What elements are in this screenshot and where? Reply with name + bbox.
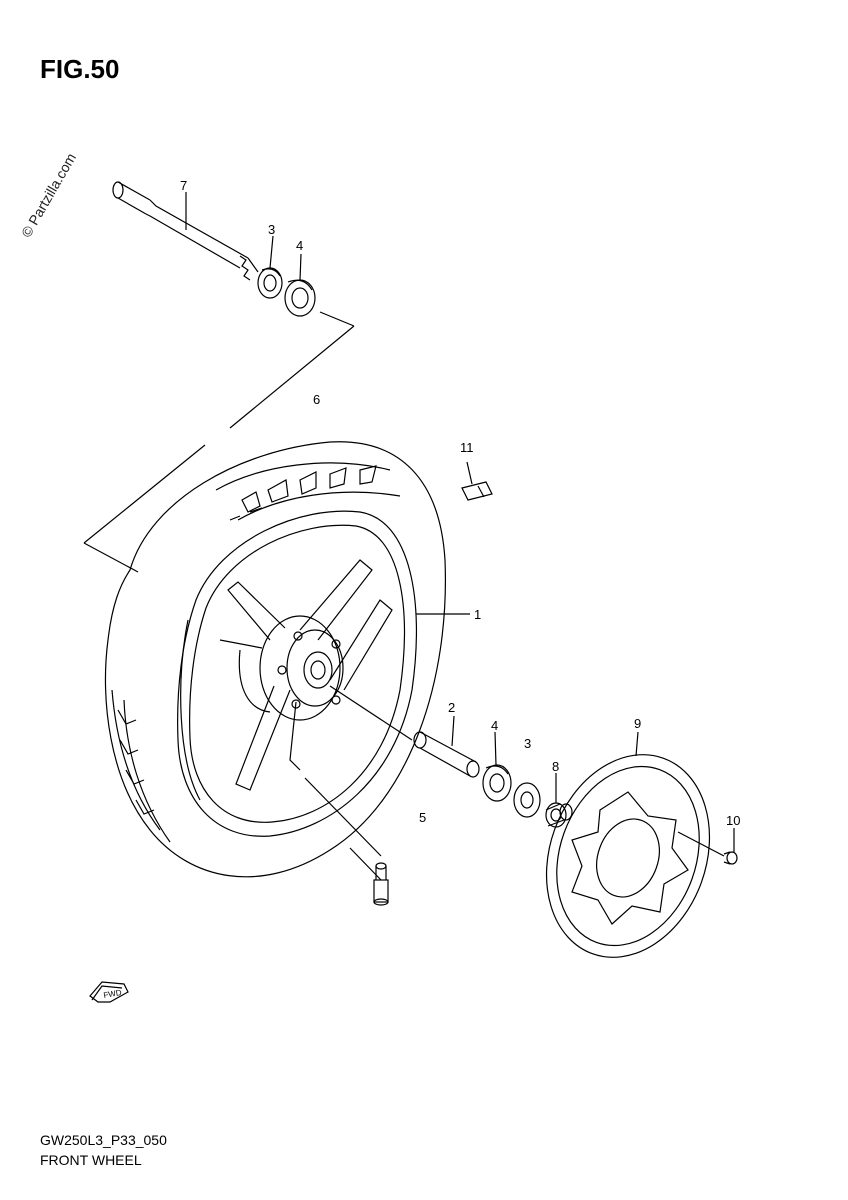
hub — [238, 615, 344, 721]
tire — [104, 441, 447, 878]
oil-seal-bottom — [513, 782, 541, 818]
balance-weight — [461, 461, 493, 501]
callout-6: 6 — [313, 392, 320, 407]
callout-3-top: 3 — [268, 222, 275, 237]
bearing-top — [284, 279, 316, 317]
hub-leader-line — [329, 685, 413, 741]
fwd-arrow-icon — [89, 981, 129, 1003]
callout-5: 5 — [419, 810, 426, 825]
front-axle — [112, 181, 259, 281]
diagram-name: FRONT WHEEL — [40, 1152, 142, 1168]
spacer-top — [257, 267, 283, 299]
spacer-tube — [413, 731, 480, 778]
callout-2: 2 — [448, 700, 455, 715]
rim — [177, 510, 417, 837]
diagram-code: GW250L3_P33_050 — [40, 1132, 167, 1148]
callout-4-top: 4 — [296, 238, 303, 253]
assembly-bracket-lines — [83, 311, 355, 573]
wheel-spokes — [219, 559, 393, 791]
callout-3-bottom: 3 — [524, 736, 531, 751]
fwd-label: FWD — [103, 988, 123, 1000]
callout-10: 10 — [726, 813, 740, 828]
callout-4-bottom: 4 — [491, 718, 498, 733]
brake-disc — [545, 754, 711, 958]
callout-leaders — [185, 192, 735, 852]
callout-11: 11 — [460, 440, 474, 455]
figure-title: FIG.50 — [40, 54, 120, 84]
bearing-bottom — [482, 764, 512, 802]
callout-7: 7 — [180, 178, 187, 193]
callout-numbers: 1 2 3 3 4 4 5 6 7 8 9 10 11 FWD — [103, 178, 741, 1000]
callout-9: 9 — [634, 716, 641, 731]
disc-bolt — [677, 831, 738, 865]
callout-1: 1 — [474, 607, 481, 622]
tire-valve — [304, 777, 389, 906]
callout-8: 8 — [552, 759, 559, 774]
